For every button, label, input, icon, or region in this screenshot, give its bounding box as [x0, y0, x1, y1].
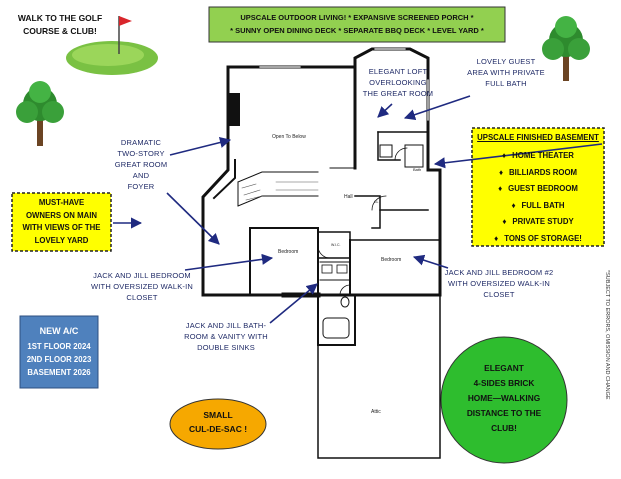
owners-line-3: WITH VIEWS OF THE: [22, 223, 101, 232]
ac-text: NEW A/C 1ST FLOOR 2024 2ND FLOOR 2023 BA…: [20, 322, 98, 379]
disclaimer: *SUBJECT TO ERRORS, OMISSION AND CHANGE: [604, 270, 610, 400]
callout-great-room-line-1: DRAMATIC: [120, 138, 162, 147]
brick-line-3: HOME—WALKING: [467, 393, 541, 403]
basement-item: GUEST BEDROOM: [472, 181, 604, 198]
callout-jj2: JACK AND JILL BEDROOM #2 WITH OVERSIZED …: [441, 267, 557, 300]
culdesac-line-2: CUL-DE-SAC !: [188, 424, 248, 434]
brick-line-2: 4-SIDES BRICK: [473, 378, 535, 388]
culdesac-line-1: SMALL: [203, 410, 233, 420]
label-bath: Bath: [413, 167, 422, 172]
floor-plan: [201, 47, 442, 459]
arrow-great-room: [169, 137, 232, 156]
brick-circle: [440, 336, 568, 464]
callout-jj1-line-3: CLOSET: [126, 293, 158, 302]
callout-jj2-line-3: CLOSET: [483, 290, 515, 299]
basement-title: UPSCALE FINISHED BASEMENT: [477, 133, 599, 142]
callout-jj1-line-1: JACK AND JILL BEDROOM: [93, 271, 191, 280]
owners-line-4: LOVELY YARD: [34, 235, 89, 245]
label-open-to-below: Open To Below: [272, 134, 306, 140]
banner-text: UPSCALE OUTDOOR LIVING! * EXPANSIVE SCRE…: [209, 11, 505, 37]
brick-line-5: CLUB!: [491, 423, 517, 433]
label-bedroom-left: Bedroom: [278, 249, 299, 255]
callout-guest-line-2: AREA WITH PRIVATE: [467, 68, 545, 77]
basement-text: UPSCALE FINISHED BASEMENT HOME THEATER B…: [472, 131, 604, 247]
basement-item: HOME THEATER: [472, 148, 604, 165]
callout-great-room-line-4: FOYER: [127, 182, 155, 191]
golf-caption: WALK TO THE GOLF COURSE & CLUB!: [6, 12, 114, 38]
callout-great-room-line-2: TWO-STORY: [117, 149, 165, 158]
banner-line-1: UPSCALE OUTDOOR LIVING! * EXPANSIVE SCRE…: [240, 13, 474, 22]
callout-great-room-line-3: GREAT ROOM AND: [114, 160, 168, 180]
callout-jj2-line-2: WITH OVERSIZED WALK-IN: [447, 279, 551, 288]
culdesac-text: SMALL CUL-DE-SAC !: [170, 408, 266, 436]
tree-icon: [16, 81, 64, 146]
disclaimer-wrap: *SUBJECT TO ERRORS, OMISSION AND CHANGE: [602, 270, 610, 400]
owners-box: [11, 192, 112, 252]
callout-bath-line-3: DOUBLE SINKS: [197, 343, 255, 352]
callout-loft: ELEGANT LOFT OVERLOOKING THE GREAT ROOM: [356, 66, 440, 99]
ac-box: [19, 315, 99, 389]
golf-line-2: COURSE & CLUB!: [23, 26, 97, 36]
owners-line-2: OWNERS ON MAIN: [25, 210, 98, 220]
callout-great-room: DRAMATIC TWO-STORY GREAT ROOM AND FOYER: [106, 137, 176, 192]
arrow-foyer: [166, 192, 220, 245]
label-closet: CL: [374, 200, 379, 204]
label-attic: Attic: [371, 409, 381, 415]
arrow-jj-bath: [269, 283, 318, 324]
owners-text: MUST-HAVE OWNERS ON MAIN WITH VIEWS OF T…: [12, 197, 111, 247]
callout-loft-line-3: THE GREAT ROOM: [362, 89, 434, 98]
callout-jj-bath: JACK AND JILL BATH- ROOM & VANITY WITH D…: [176, 320, 276, 353]
ac-line-3: BASEMENT 2026: [27, 368, 91, 377]
callout-guest-line-3: FULL BATH: [485, 79, 527, 88]
arrow-guest: [403, 95, 471, 121]
banner-line-2: * SUNNY OPEN DINING DECK * SEPARATE BBQ …: [230, 26, 484, 35]
label-wic: W.I.C.: [331, 243, 341, 247]
golf-line-1: WALK TO THE GOLF: [17, 13, 103, 23]
ac-title: NEW A/C: [39, 326, 79, 336]
basement-item: BILLIARDS ROOM: [472, 165, 604, 182]
brick-line-4: DISTANCE TO THE: [466, 408, 542, 418]
callout-loft-line-2: OVERLOOKING: [369, 78, 427, 87]
callout-jj1-line-2: WITH OVERSIZED WALK-IN: [90, 282, 194, 291]
callout-jj2-line-1: JACK AND JILL BEDROOM #2: [444, 268, 554, 277]
features-banner: [208, 6, 506, 43]
label-bedroom-right: Bedroom: [381, 257, 402, 263]
brick-line-1: ELEGANT: [484, 363, 524, 373]
owners-line-1: MUST-HAVE: [38, 198, 85, 207]
tree-icon: [542, 16, 590, 81]
culdesac-ellipse: [169, 398, 267, 450]
ac-line-1: 1ST FLOOR 2024: [27, 342, 91, 351]
callout-loft-line-1: ELEGANT LOFT: [368, 67, 428, 76]
basement-item: FULL BATH: [472, 198, 604, 215]
arrow-jj1: [184, 253, 274, 271]
golf-green-icon: [66, 16, 158, 75]
callout-jj1: JACK AND JILL BEDROOM WITH OVERSIZED WAL…: [84, 270, 200, 303]
callout-bath-line-2: ROOM & VANITY WITH: [184, 332, 268, 341]
arrow-jj2: [412, 254, 449, 269]
basement-item: TONS OF STORAGE!: [472, 231, 604, 248]
callout-guest-line-1: LOVELY GUEST: [476, 57, 536, 66]
basement-item: PRIVATE STUDY: [472, 214, 604, 231]
arrow-loft: [377, 103, 393, 118]
brick-text: ELEGANT 4-SIDES BRICK HOME—WALKING DISTA…: [448, 361, 560, 436]
ac-line-2: 2ND FLOOR 2023: [26, 355, 92, 364]
label-hall: Hall: [344, 194, 353, 200]
callout-guest: LOVELY GUEST AREA WITH PRIVATE FULL BATH: [452, 56, 560, 89]
callout-bath-line-1: JACK AND JILL BATH-: [185, 321, 267, 330]
